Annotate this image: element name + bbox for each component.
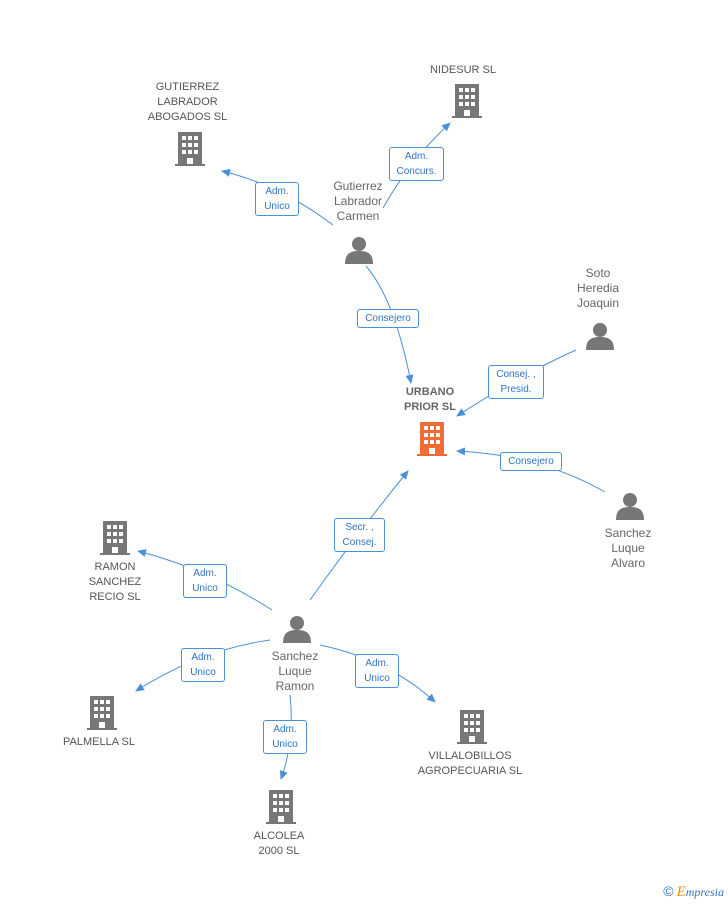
building-icon[interactable] <box>87 696 117 730</box>
building-icon[interactable] <box>452 84 482 118</box>
person-label-sanchez-ramon[interactable]: Sanchez Luque Ramon <box>271 649 319 693</box>
relation-label[interactable]: Adm. Unico <box>263 720 307 754</box>
building-icon[interactable] <box>100 521 130 555</box>
relation-label[interactable]: Adm. Concurs. <box>389 147 444 181</box>
company-label-palmella[interactable]: PALMELLA SL <box>63 736 135 748</box>
relation-label[interactable]: Adm. Unico <box>255 182 299 216</box>
copyright-icon: © <box>663 883 674 899</box>
person-icon[interactable] <box>283 616 311 643</box>
building-icon[interactable] <box>457 710 487 744</box>
relation-label[interactable]: Adm. Unico <box>181 648 225 682</box>
person-icon[interactable] <box>616 493 644 520</box>
person-label-gutierrez-carmen[interactable]: Gutierrez Labrador Carmen <box>333 179 383 223</box>
company-label-nidesur[interactable]: NIDESUR SL <box>429 64 497 76</box>
relation-label[interactable]: Consejero <box>500 452 562 471</box>
person-label-sanchez-alvaro[interactable]: Sanchez Luque Alvaro <box>604 526 652 570</box>
person-icon[interactable] <box>345 237 373 264</box>
company-label-villalobillos[interactable]: VILLALOBILLOS AGROPECUARIA SL <box>417 750 523 777</box>
building-icon[interactable] <box>175 132 205 166</box>
brand-logo[interactable]: © Empresia <box>663 883 724 901</box>
building-icon[interactable] <box>266 790 296 824</box>
company-label-alcolea[interactable]: ALCOLEA 2000 SL <box>253 830 305 857</box>
relation-label[interactable]: Consej. , Presid. <box>488 365 544 399</box>
main-building-icon[interactable] <box>417 422 447 456</box>
relation-label[interactable]: Adm. Unico <box>183 564 227 598</box>
company-label-gutierrez-abogados[interactable]: GUTIERREZ LABRADOR ABOGADOS SL <box>147 81 228 123</box>
brand-name: mpresia <box>685 885 724 899</box>
company-label-urbano[interactable]: URBANO PRIOR SL <box>404 386 456 413</box>
relation-label[interactable]: Consejero <box>357 309 419 328</box>
relation-label[interactable]: Adm. Unico <box>355 654 399 688</box>
company-label-ramon-sanchez[interactable]: RAMON SANCHEZ RECIO SL <box>88 561 142 603</box>
relation-label[interactable]: Secr. , Consej. <box>334 518 385 552</box>
person-icon[interactable] <box>586 323 614 350</box>
person-label-soto[interactable]: Soto Heredia Joaquin <box>576 266 620 310</box>
brand-initial: E <box>676 884 686 900</box>
